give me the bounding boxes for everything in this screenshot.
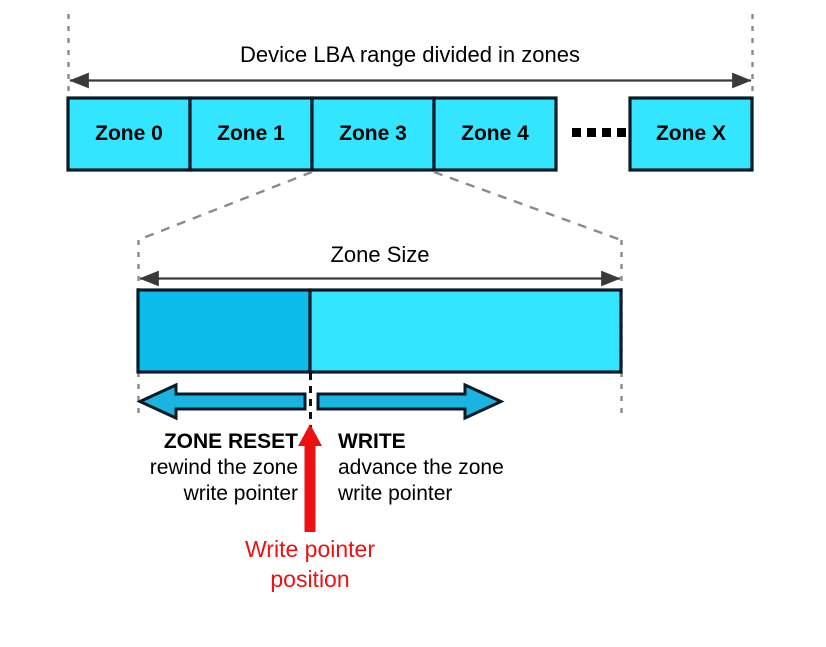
write-desc-line2: write pointer	[338, 482, 453, 505]
zone-box-0-label: Zone 0	[95, 122, 163, 145]
ellipsis-dot-1	[572, 128, 581, 137]
zone-size-label: Zone Size	[330, 242, 430, 267]
write-pointer-caption-line2: position	[270, 566, 350, 592]
zone-box-x-label: Zone X	[655, 122, 726, 145]
zone-box-3-label: Zone 3	[339, 122, 407, 145]
write-pointer-caption-line1: Write pointer	[245, 536, 375, 562]
ellipsis-dot-3	[602, 128, 611, 137]
write-arrow[interactable]	[316, 382, 505, 421]
zone-unwritten-region[interactable]	[308, 288, 623, 374]
ellipsis-dot-4	[617, 128, 626, 137]
zone-box-4[interactable]	[432, 96, 558, 172]
zone-reset-arrow[interactable]	[136, 382, 307, 421]
zoom-connector-right	[433, 170, 622, 242]
zoom-connector-left	[137, 170, 313, 242]
zone-written-region[interactable]	[136, 288, 312, 374]
zone-box-1-label: Zone 1	[217, 122, 285, 145]
write-desc-line1: advance the zone	[338, 456, 504, 479]
zone-reset-title: ZONE RESET	[163, 430, 298, 453]
write-title: WRITE	[338, 430, 406, 453]
page-title: Device LBA range divided in zones	[240, 42, 580, 67]
zone-reset-desc-line2: write pointer	[183, 482, 298, 505]
zone-box-1[interactable]	[188, 96, 314, 172]
write-pointer-red-arrow	[298, 424, 322, 532]
zone-box-x[interactable]	[628, 96, 754, 172]
ellipsis-dot-2	[587, 128, 596, 137]
zone-reset-desc-line1: rewind the zone	[149, 456, 298, 479]
zone-box-4-label: Zone 4	[461, 122, 529, 145]
